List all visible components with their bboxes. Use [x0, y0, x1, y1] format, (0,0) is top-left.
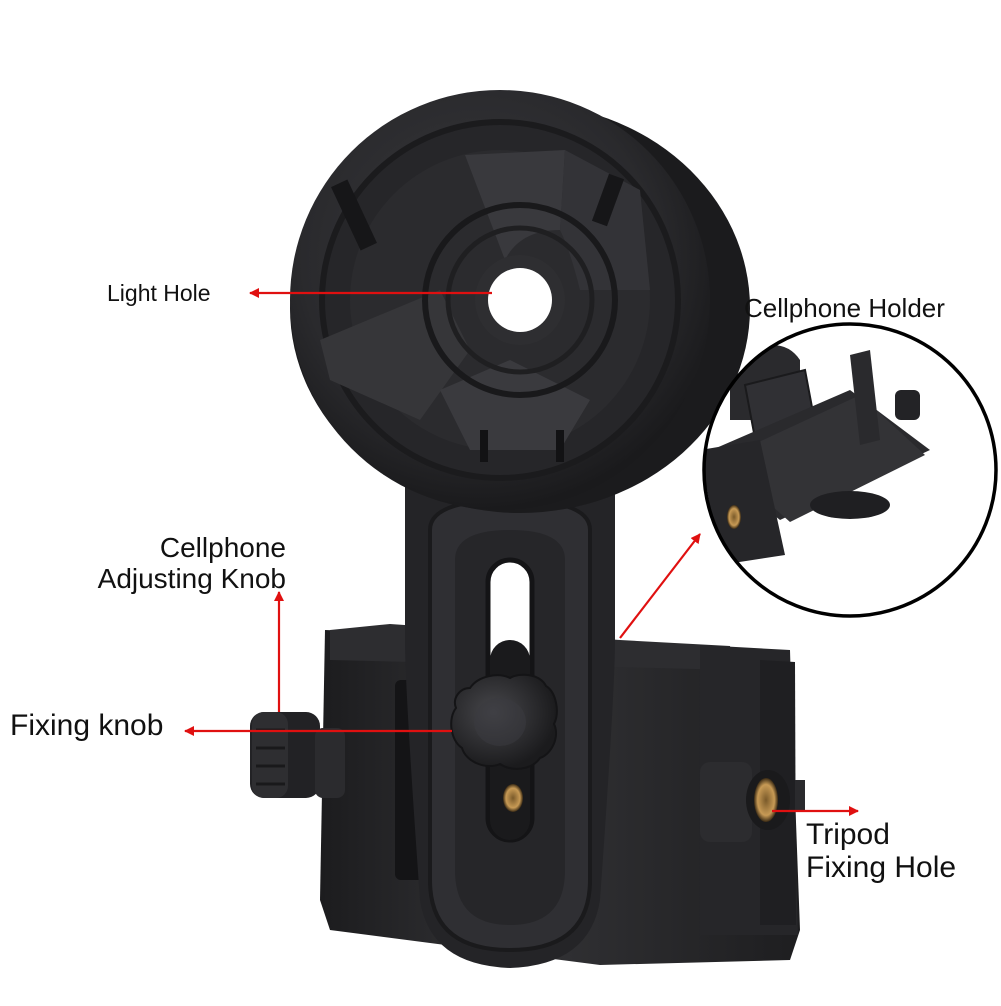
callout-arrows	[184, 288, 859, 816]
label-tripod-hole: Tripod Fixing Hole	[806, 818, 956, 884]
arrow-cellphone-holder	[619, 533, 701, 639]
label-tripod-hole-line2: Fixing Hole	[806, 851, 957, 884]
tripod-mount	[700, 762, 790, 842]
eyepiece-clamp-ring	[290, 90, 750, 513]
label-light-hole: Light Hole	[107, 280, 211, 306]
label-adjusting-knob-line2: Adjusting Knob	[97, 562, 286, 594]
label-adjusting-knob-line1: Cellphone	[159, 532, 286, 563]
label-tripod-hole-line1: Tripod	[806, 818, 890, 851]
label-adjusting-knob: Cellphone Adjusting Knob	[50, 532, 286, 595]
fixing-knob	[450, 673, 558, 770]
inset-border	[702, 322, 998, 618]
tripod-hole-icon	[754, 778, 778, 822]
light-hole-icon	[488, 268, 552, 332]
label-fixing-knob: Fixing knob	[10, 709, 164, 742]
cellphone-holder-inset	[702, 322, 998, 618]
label-cellphone-holder: Cellphone Holder	[744, 293, 945, 323]
